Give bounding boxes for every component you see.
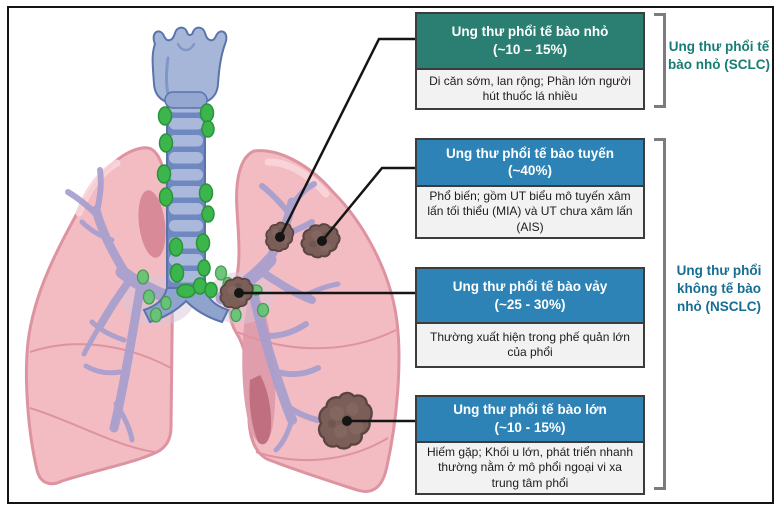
card-adenocarcinoma-body: Phổ biến; gồm UT biểu mô tuyến xâm lấn t… <box>417 186 643 237</box>
card-small-cell-title: Ung thư phổi tế bào nhỏ <box>451 24 609 40</box>
lymph-nodes <box>156 103 218 299</box>
bronchial-tree-left <box>65 167 183 443</box>
card-adenocarcinoma-title: Ung thư phổi tế bào tuyến <box>445 145 614 161</box>
card-large-cell: Ung thư phổi tế bào lớn (~10 - 15%) Hiếm… <box>415 395 645 495</box>
card-large-cell-body: Hiếm gặp; Khối u lớn, phát triển nhanh t… <box>417 442 643 493</box>
card-small-cell-header: Ung thư phổi tế bào nhỏ (~10 – 15%) <box>417 14 643 70</box>
card-large-cell-header: Ung thư phổi tế bào lớn (~10 - 15%) <box>417 397 643 443</box>
card-small-cell-pct: (~10 – 15%) <box>493 42 567 57</box>
card-squamous-pct: (~25 - 30%) <box>494 296 566 312</box>
tumor-large-cell <box>317 391 373 450</box>
card-large-cell-pct: (~10 - 15%) <box>494 419 566 435</box>
card-squamous-header: Ung thư phổi tế bào vảy (~25 - 30%) <box>417 269 643 324</box>
card-small-cell-body: Di căn sớm, lan rộng; Phần lớn người hút… <box>417 70 643 108</box>
card-large-cell-title: Ung thư phổi tế bào lớn <box>453 402 607 418</box>
card-squamous: Ung thư phổi tế bào vảy (~25 - 30%) Thườ… <box>415 267 645 368</box>
card-adenocarcinoma: Ung thư phổi tế bào tuyến (~40%) Phổ biế… <box>415 138 645 239</box>
card-squamous-title: Ung thư phổi tế bào vảy <box>452 278 608 294</box>
bracket-sclc <box>654 13 666 108</box>
card-small-cell: Ung thư phổi tế bào nhỏ (~10 – 15%) Di c… <box>415 12 645 110</box>
bracket-nsclc <box>654 138 666 490</box>
card-adenocarcinoma-header: Ung thư phổi tế bào tuyến (~40%) <box>417 140 643 187</box>
card-adenocarcinoma-pct: (~40%) <box>508 163 552 179</box>
callout-dots <box>234 232 352 426</box>
card-squamous-body: Thường xuất hiện trong phế quản lớn của … <box>417 324 643 366</box>
group-label-nsclc: Ung thư phổi không tế bào nhỏ (NSCLC) <box>676 263 762 315</box>
group-label-sclc: Ung thư phổi tế bào nhỏ (SCLC) <box>668 39 770 73</box>
callout-lines <box>239 37 415 423</box>
